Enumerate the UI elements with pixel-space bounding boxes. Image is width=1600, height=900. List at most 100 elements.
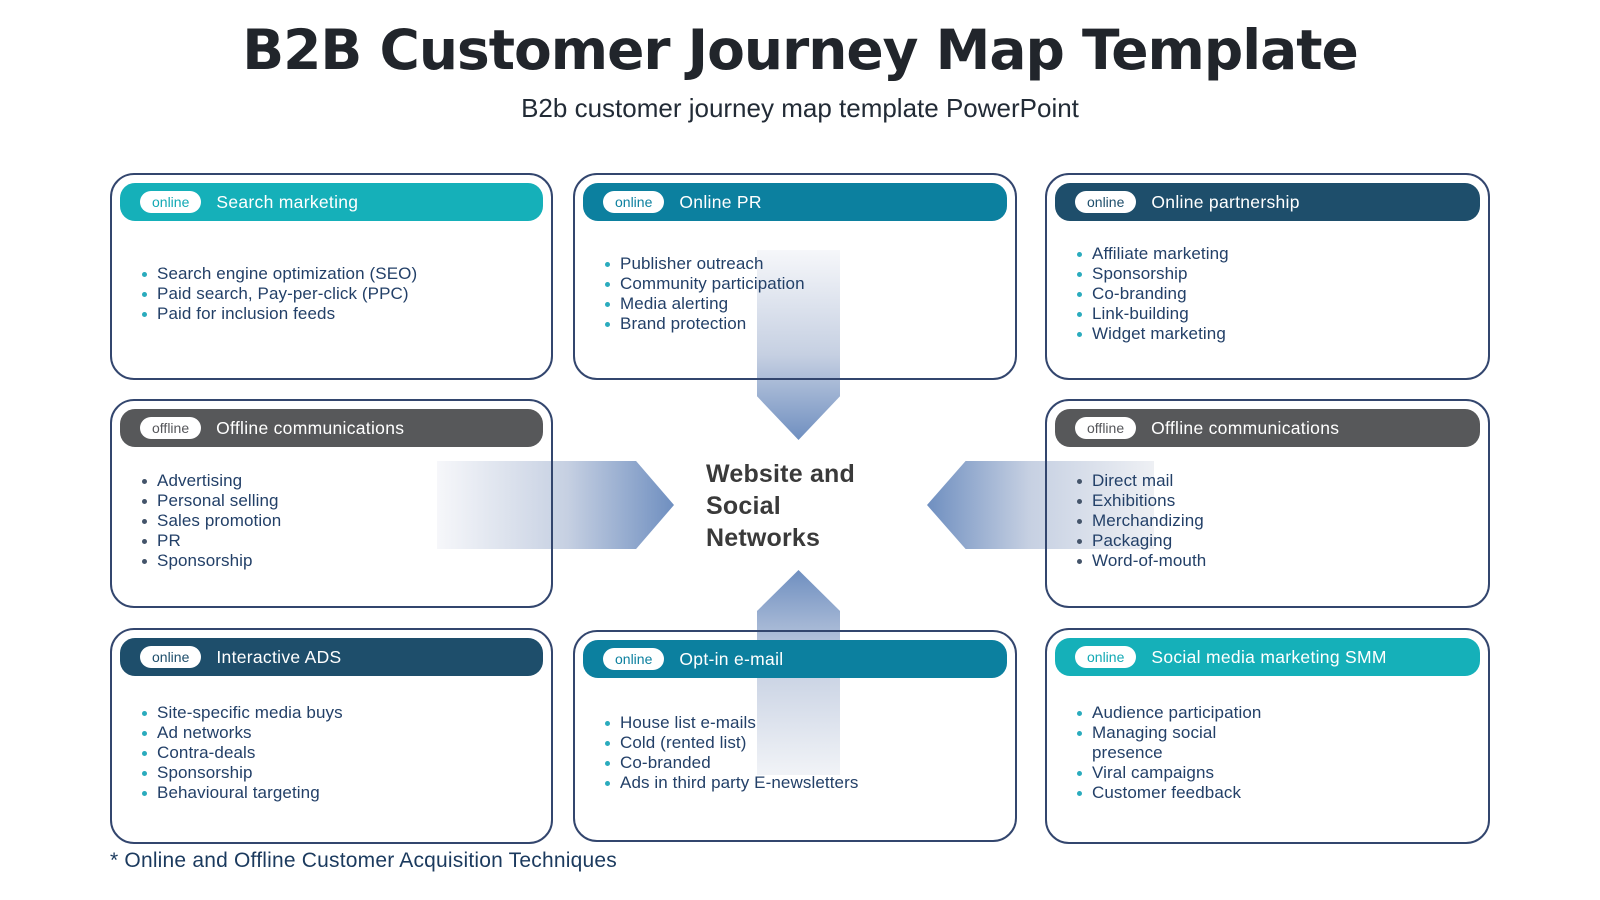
bullet-item: Paid for inclusion feeds [142, 304, 531, 324]
bullet-item: Managing social presence [1077, 723, 1468, 763]
bullet-text: House list e-mails [620, 713, 756, 732]
bullet-dot-icon [1077, 331, 1082, 337]
bullet-item: Direct mail [1077, 471, 1468, 491]
online-badge: online [140, 646, 202, 668]
box-title: Offline communications [216, 417, 405, 438]
bullet-text: Community participation [620, 273, 805, 293]
bullet-text: Co-branding [1092, 283, 1187, 303]
bullet-text: Paid search, Pay-per-click (PPC) [157, 283, 409, 303]
bullet-item: Cold (rented list) [605, 733, 995, 753]
box-header: offline Offline communications [120, 409, 543, 447]
center-label: Website and Social Networks [706, 460, 855, 552]
box-search-marketing: online Search marketing Search engine op… [110, 173, 553, 380]
bullet-dot-icon [142, 771, 147, 776]
online-badge: online [1075, 646, 1137, 668]
bullet-text: Contra-deals [157, 743, 256, 762]
bullet-text: Site-specific media buys [157, 703, 343, 722]
box-title: Interactive ADS [216, 646, 342, 667]
bullet-dot-icon [605, 761, 610, 766]
bullet-item: Sponsorship [1077, 264, 1468, 284]
box-offline-communications-right: offline Offline communications Direct ma… [1045, 399, 1490, 608]
online-badge: online [1075, 191, 1137, 213]
bullet-item: Packaging [1077, 531, 1468, 551]
bullet-dot-icon [605, 281, 610, 287]
bullet-dot-icon [605, 741, 610, 746]
bullet-dot-icon [142, 751, 147, 756]
offline-badge: offline [140, 417, 202, 439]
box-header: online Social media marketing SMM [1055, 638, 1480, 676]
bullet-text: Brand protection [620, 313, 747, 333]
bullet-text: Direct mail [1092, 470, 1174, 490]
bullet-text: Media alerting [620, 293, 729, 313]
bullet-item: Co-branded [605, 753, 995, 773]
bullet-item: Advertising [142, 471, 531, 491]
bullet-text: Customer feedback [1092, 783, 1242, 802]
box-content: Search engine optimization (SEO)Paid sea… [112, 221, 551, 378]
bullet-text: Exhibitions [1092, 490, 1176, 510]
footnote: * Online and Offline Customer Acquisitio… [110, 849, 617, 872]
bullet-item: Paid search, Pay-per-click (PPC) [142, 284, 531, 304]
bullet-dot-icon [1077, 478, 1082, 484]
box-header: online Online PR [583, 183, 1007, 221]
bullet-dot-icon [142, 478, 147, 484]
bullet-item: Contra-deals [142, 743, 531, 763]
box-offline-communications-left: offline Offline communications Advertisi… [110, 399, 553, 608]
offline-badge: offline [1075, 417, 1137, 439]
box-title: Search marketing [216, 191, 359, 212]
bullet-dot-icon [1077, 311, 1082, 317]
bullet-item: Link-building [1077, 304, 1468, 324]
bullet-item: Media alerting [605, 294, 995, 314]
bullet-dot-icon [142, 518, 147, 524]
bullet-text: Search engine optimization (SEO) [157, 263, 418, 283]
bullet-dot-icon [142, 791, 147, 796]
bullet-item: PR [142, 531, 531, 551]
bullet-dot-icon [1077, 731, 1082, 736]
bullet-item: Co-branding [1077, 284, 1468, 304]
box-header: online Search marketing [120, 183, 543, 221]
bullet-dot-icon [1077, 711, 1082, 716]
bullet-text: Sponsorship [1092, 263, 1188, 283]
bullet-text: Ad networks [157, 723, 252, 742]
bullet-item: Customer feedback [1077, 783, 1468, 803]
bullet-text: Sponsorship [157, 763, 253, 782]
bullet-dot-icon [1077, 791, 1082, 796]
bullet-dot-icon [605, 721, 610, 726]
bullet-item: Behavioural targeting [142, 783, 531, 803]
bullet-text: Advertising [157, 470, 243, 490]
bullet-item: Audience participation [1077, 703, 1468, 723]
bullet-item: Merchandizing [1077, 511, 1468, 531]
box-header: offline Offline communications [1055, 409, 1480, 447]
arrow-down-icon [757, 250, 840, 440]
arrow-left-icon [927, 461, 1154, 549]
bullet-item: Community participation [605, 274, 995, 294]
bullet-text: Managing social presence [1092, 723, 1217, 762]
box-header: online Online partnership [1055, 183, 1480, 221]
bullet-item: Sales promotion [142, 511, 531, 531]
bullet-item: Brand protection [605, 314, 995, 334]
box-title: Opt-in e-mail [679, 648, 784, 669]
bullet-dot-icon [1077, 251, 1082, 257]
bullet-dot-icon [142, 558, 147, 564]
bullet-dot-icon [142, 271, 147, 277]
bullet-dot-icon [1077, 271, 1082, 277]
bullet-text: Cold (rented list) [620, 733, 747, 752]
bullet-dot-icon [142, 291, 147, 297]
bullet-dot-icon [605, 321, 610, 327]
bullet-dot-icon [1077, 518, 1082, 524]
bullet-dot-icon [142, 498, 147, 504]
bullet-item: House list e-mails [605, 713, 995, 733]
bullet-dot-icon [142, 538, 147, 544]
box-title: Online PR [679, 191, 762, 212]
bullet-dot-icon [1077, 558, 1082, 564]
bullet-item: Exhibitions [1077, 491, 1468, 511]
bullet-text: Viral campaigns [1092, 763, 1215, 782]
bullet-text: Ads in third party E-newsletters [620, 773, 859, 792]
